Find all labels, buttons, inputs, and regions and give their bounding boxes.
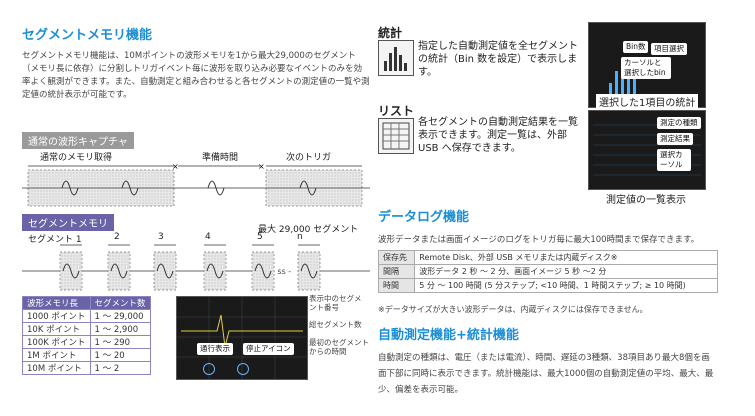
normal-capture-header: 通常の波形キャプチャ	[22, 132, 134, 149]
list-grid-icon	[378, 118, 414, 154]
item-select-bubble: 項目選択	[651, 43, 687, 55]
datalog-text: 波形データまたは画面イメージのログをトリガ毎に最大100時間まで保存できます。	[378, 235, 700, 245]
play-display-label: 通行表示	[197, 343, 233, 355]
segment-label-4: 4	[205, 232, 211, 242]
svg-text:×: ×	[172, 162, 179, 171]
normal-capture-diagram: ××	[22, 162, 370, 207]
auto-measure-title: 自動測定機能+統計機能	[378, 328, 519, 343]
bin-count-bubble: Bin数	[623, 41, 649, 53]
list-scope-screen: 測定の種類 測定結果 選択カーソル	[588, 110, 706, 190]
segment-label-5: 5	[257, 232, 263, 242]
segment-memory-diagram	[22, 244, 370, 291]
max-segments-label: 最大 29,000 セグメント	[258, 225, 359, 235]
list-caption: 測定値の一覧表示	[606, 195, 686, 206]
segment-memory-header: セグメントメモリ	[22, 214, 114, 231]
stop-icon-label: 停止アイコン	[243, 343, 294, 355]
segment-scope-screen: 通行表示 停止アイコン	[176, 296, 308, 380]
segment-memory-title: セグメントメモリ機能	[22, 28, 153, 43]
svg-text:×: ×	[258, 162, 265, 171]
segment-label-2: 2	[114, 232, 120, 242]
play-icon	[203, 363, 215, 375]
segment-dots: - ss -	[272, 267, 292, 276]
datalog-title: データログ機能	[378, 210, 470, 225]
stats-title: 統計	[378, 26, 403, 40]
table-header: 波形メモリ長	[22, 296, 91, 310]
datalog-note: ※データサイズが大きい波形データは、内蔵ディスクには保存できません。	[378, 305, 648, 314]
next-trigger-label: 次のトリガ	[286, 153, 332, 163]
histogram-icon	[378, 40, 414, 76]
segment-label-n: n	[297, 232, 303, 242]
segment-label-3: 3	[158, 232, 164, 242]
stats-scope-screen: Bin数 項目選択 カーソルと選択したbin	[588, 22, 706, 108]
normal-memory-label: 通常のメモリ取得	[40, 153, 113, 163]
stop-icon	[237, 363, 249, 375]
select-cursor-bubble: 選択カーソル	[657, 149, 691, 171]
table-header: セグメント数	[89, 296, 151, 310]
displayed-segment-label: 表示中のセグメント番号	[309, 294, 362, 312]
stats-text: 指定した自動測定値を全セグメントの統計（Bin 数を設定）で表示します。	[418, 41, 578, 78]
time-from-first-label: 最初のセグメントからの時間	[309, 338, 369, 356]
segment-memory-description: セグメントメモリ機能は、10Mポイントの波形メモリを1から最大29,000のセグ…	[22, 51, 370, 100]
table-row: 間隔波形データ 2 秒 ～ 2 分、画面イメージ 5 秒 ～2 分	[377, 264, 718, 279]
measure-type-bubble: 測定の種類	[657, 117, 701, 129]
segment-label-1: セグメント 1	[28, 235, 82, 245]
measure-result-bubble: 測定結果	[657, 133, 693, 145]
stats-caption: 選択した1項目の統計	[596, 94, 699, 109]
auto-measure-text: 自動測定の種類は、電圧（または電流）、時間、遅延の3種類、38項目あり最大8個を…	[378, 353, 714, 395]
list-text: 各セグメントの自動測定結果を一覧表示できます。測定一覧は、外部 USB へ保存で…	[418, 117, 578, 154]
prep-time-label: 準備時間	[202, 153, 239, 163]
list-title: リスト	[378, 104, 415, 118]
cursor-bin-bubble: カーソルと選択したbin	[621, 57, 671, 79]
total-segments-label: 総セグメント数	[309, 320, 362, 329]
